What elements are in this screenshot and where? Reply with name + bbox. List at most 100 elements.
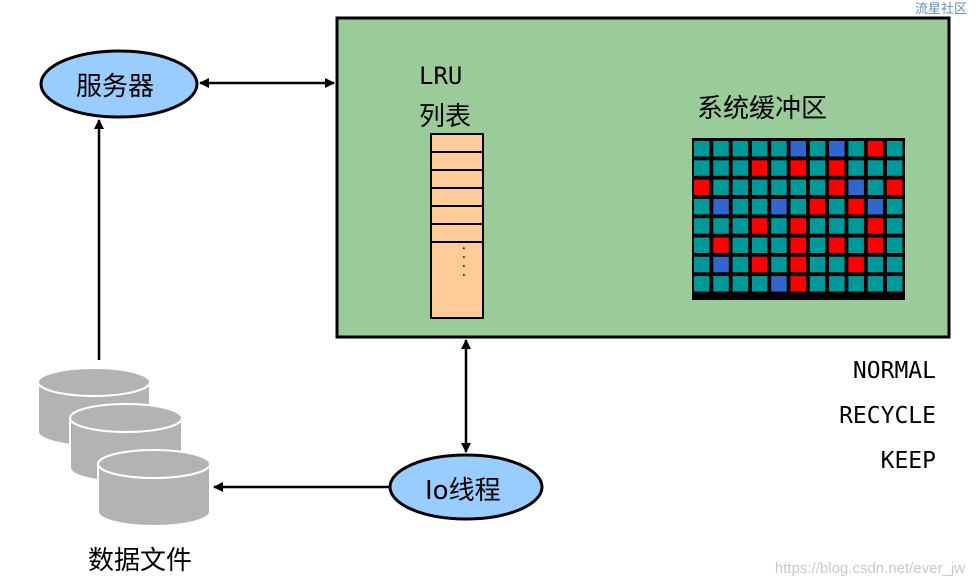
buffer-block [771, 276, 787, 292]
buffer-block [771, 237, 787, 253]
mode-recycle: RECYCLE [839, 403, 936, 429]
buffer-block [771, 160, 787, 176]
buffer-block [829, 276, 845, 292]
buffer-block-grid [692, 138, 905, 300]
buffer-block [732, 276, 749, 292]
buffer-block [887, 179, 903, 196]
buffer-block [751, 141, 768, 157]
watermark-bottom: https://blog.csdn.net/ever_jw [774, 560, 965, 577]
buffer-block [848, 276, 864, 292]
buffer-block [713, 237, 729, 253]
buffer-block [751, 218, 768, 234]
buffer-block [867, 198, 884, 215]
buffer-block [809, 237, 826, 253]
buffer-block [887, 276, 903, 292]
buffer-block [848, 179, 864, 196]
buffer-block [694, 141, 710, 157]
buffer-block [751, 276, 768, 292]
buffer-block [790, 218, 806, 234]
io-thread-label: Io线程 [425, 476, 501, 506]
buffer-block [790, 237, 806, 253]
buffer-block [771, 198, 787, 215]
buffer-block [713, 198, 729, 215]
buffer-block [790, 276, 806, 292]
buffer-block [867, 141, 884, 157]
buffer-block [867, 179, 884, 196]
lru-label-line2: 列表 [419, 102, 472, 132]
buffer-block [848, 237, 864, 253]
buffer-block [694, 198, 710, 215]
buffer-block [790, 141, 806, 157]
buffer-block [829, 237, 845, 253]
buffer-block [887, 256, 903, 273]
buffer-block [809, 198, 826, 215]
buffer-block [848, 160, 864, 176]
buffer-block [713, 141, 729, 157]
io-thread-node [388, 453, 544, 521]
mode-keep: KEEP [880, 448, 936, 474]
buffer-block [848, 198, 864, 215]
watermark-top: 流星社区 [914, 1, 967, 16]
server-node [39, 49, 199, 119]
buffer-block [751, 160, 768, 176]
mode-normal: NORMAL [852, 358, 936, 384]
buffer-block [867, 218, 884, 234]
buffer-block [867, 160, 884, 176]
buffer-block [867, 256, 884, 273]
buffer-block [809, 276, 826, 292]
buffer-title: 系统缓冲区 [697, 94, 828, 124]
buffer-block [809, 141, 826, 157]
buffer-block [732, 141, 749, 157]
buffer-block [848, 256, 864, 273]
buffer-block [771, 256, 787, 273]
buffer-block [790, 179, 806, 196]
buffer-block [713, 160, 729, 176]
buffer-block [829, 141, 845, 157]
buffer-block [809, 179, 826, 196]
buffer-block [887, 237, 903, 253]
buffer-block [848, 141, 864, 157]
buffer-block [771, 218, 787, 234]
buffer-block [790, 198, 806, 215]
buffer-block [751, 237, 768, 253]
buffer-block [771, 141, 787, 157]
buffer-block [694, 160, 710, 176]
buffer-block [694, 218, 710, 234]
lru-label-line1: LRU [419, 62, 463, 90]
buffer-block [887, 198, 903, 215]
buffer-block [694, 237, 710, 253]
buffer-block [694, 179, 710, 196]
buffer-block [867, 237, 884, 253]
buffer-block [732, 198, 749, 215]
buffer-block [829, 218, 845, 234]
buffer-block [694, 276, 710, 292]
buffer-block [751, 256, 768, 273]
buffer-block [713, 256, 729, 273]
buffer-block [829, 179, 845, 196]
buffer-block [829, 256, 845, 273]
buffer-block [829, 160, 845, 176]
buffer-block [713, 276, 729, 292]
buffer-block [809, 256, 826, 273]
buffer-block [887, 218, 903, 234]
buffer-block [751, 179, 768, 196]
buffer-block [694, 256, 710, 273]
buffer-block [790, 160, 806, 176]
buffer-block [829, 198, 845, 215]
buffer-block [732, 256, 749, 273]
buffer-block [809, 160, 826, 176]
buffer-block [790, 256, 806, 273]
buffer-block [771, 179, 787, 196]
buffer-block [732, 179, 749, 196]
server-label: 服务器 [76, 72, 155, 102]
buffer-block [887, 160, 903, 176]
buffer-block [713, 179, 729, 196]
buffer-block [867, 276, 884, 292]
buffer-block [887, 141, 903, 157]
lru-ellipsis: . . . . [459, 246, 475, 278]
buffer-block [713, 218, 729, 234]
buffer-block [732, 160, 749, 176]
buffer-block [732, 237, 749, 253]
buffer-block [809, 218, 826, 234]
